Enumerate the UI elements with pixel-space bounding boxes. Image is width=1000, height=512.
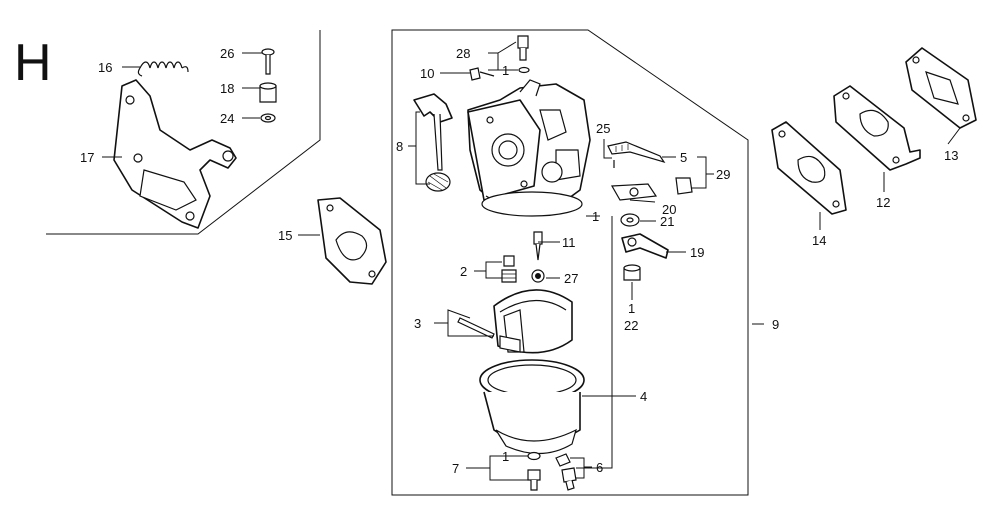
sub-assembly-frame-left bbox=[46, 30, 321, 235]
cap-part-29 bbox=[675, 177, 693, 195]
leader-lines bbox=[102, 41, 961, 481]
nut-part-22 bbox=[623, 264, 641, 281]
callout-26: 26 bbox=[220, 46, 234, 61]
callout-1-mid: 1 bbox=[592, 209, 599, 224]
pilot-screw-part-25 bbox=[607, 141, 666, 168]
gasket-part-20 bbox=[610, 183, 658, 201]
bolt-part-26 bbox=[261, 48, 275, 75]
callout-27: 27 bbox=[564, 271, 578, 286]
carburetor-body-part bbox=[467, 79, 591, 213]
callout-14: 14 bbox=[812, 233, 826, 248]
callout-25: 25 bbox=[596, 121, 610, 136]
gasket-ring-part bbox=[481, 191, 583, 217]
section-letter: H bbox=[14, 34, 52, 92]
insulator-part-12 bbox=[833, 85, 921, 171]
callout-19: 19 bbox=[690, 245, 704, 260]
spring-part-27 bbox=[531, 269, 545, 283]
callout-24: 24 bbox=[220, 111, 234, 126]
governor-arm-part bbox=[113, 79, 237, 229]
washer-part-bottom-left bbox=[527, 451, 541, 461]
callout-18: 18 bbox=[220, 81, 234, 96]
washer-part-21 bbox=[620, 213, 640, 227]
gasket-part-15 bbox=[317, 197, 387, 285]
screw-part-7 bbox=[527, 469, 541, 491]
float-part-3 bbox=[457, 289, 573, 354]
callout-13: 13 bbox=[944, 148, 958, 163]
callout-20: 20 bbox=[662, 202, 676, 217]
carburetor-assembly-frame bbox=[391, 29, 749, 496]
callout-4: 4 bbox=[640, 389, 647, 404]
callout-21: 21 bbox=[660, 214, 674, 229]
callout-1-bottom: 1 bbox=[502, 449, 509, 464]
governor-arm-spring-part bbox=[137, 61, 189, 77]
callout-11: 11 bbox=[562, 235, 576, 250]
callout-29: 29 bbox=[716, 167, 730, 182]
float-chamber-part-4 bbox=[479, 359, 585, 455]
jet-part-2 bbox=[501, 255, 517, 283]
callout-5: 5 bbox=[680, 150, 687, 165]
lever-part-19 bbox=[621, 233, 669, 259]
gasket-part-14 bbox=[771, 121, 847, 215]
callout-2: 2 bbox=[460, 264, 467, 279]
callout-6: 6 bbox=[596, 460, 603, 475]
callout-22: 22 bbox=[624, 318, 638, 333]
callout-1-right: 1 bbox=[628, 301, 635, 316]
callout-17: 17 bbox=[80, 150, 94, 165]
callout-10: 10 bbox=[420, 66, 434, 81]
callout-9: 9 bbox=[772, 317, 779, 332]
nut-part-18 bbox=[259, 82, 277, 103]
callout-1-top: 1 bbox=[502, 63, 509, 78]
callout-16: 16 bbox=[98, 60, 112, 75]
o-ring-part-top bbox=[518, 66, 530, 74]
choke-shaft-part-8 bbox=[413, 93, 453, 192]
screw-part-28 bbox=[517, 35, 529, 61]
float-valve-part-11 bbox=[533, 231, 543, 261]
callout-15: 15 bbox=[278, 228, 292, 243]
washer-part-6 bbox=[555, 453, 571, 467]
screw-part-10 bbox=[469, 67, 495, 81]
screw-part-6 bbox=[561, 467, 577, 491]
callout-8: 8 bbox=[396, 139, 403, 154]
washer-part-24 bbox=[260, 113, 276, 123]
callout-3: 3 bbox=[414, 316, 421, 331]
callout-28: 28 bbox=[456, 46, 470, 61]
gasket-part-13 bbox=[905, 47, 977, 129]
callout-12: 12 bbox=[876, 195, 890, 210]
callout-7: 7 bbox=[452, 461, 459, 476]
callout-labels: 16 26 18 24 17 15 28 1 10 8 25 5 29 20 1… bbox=[80, 46, 958, 476]
